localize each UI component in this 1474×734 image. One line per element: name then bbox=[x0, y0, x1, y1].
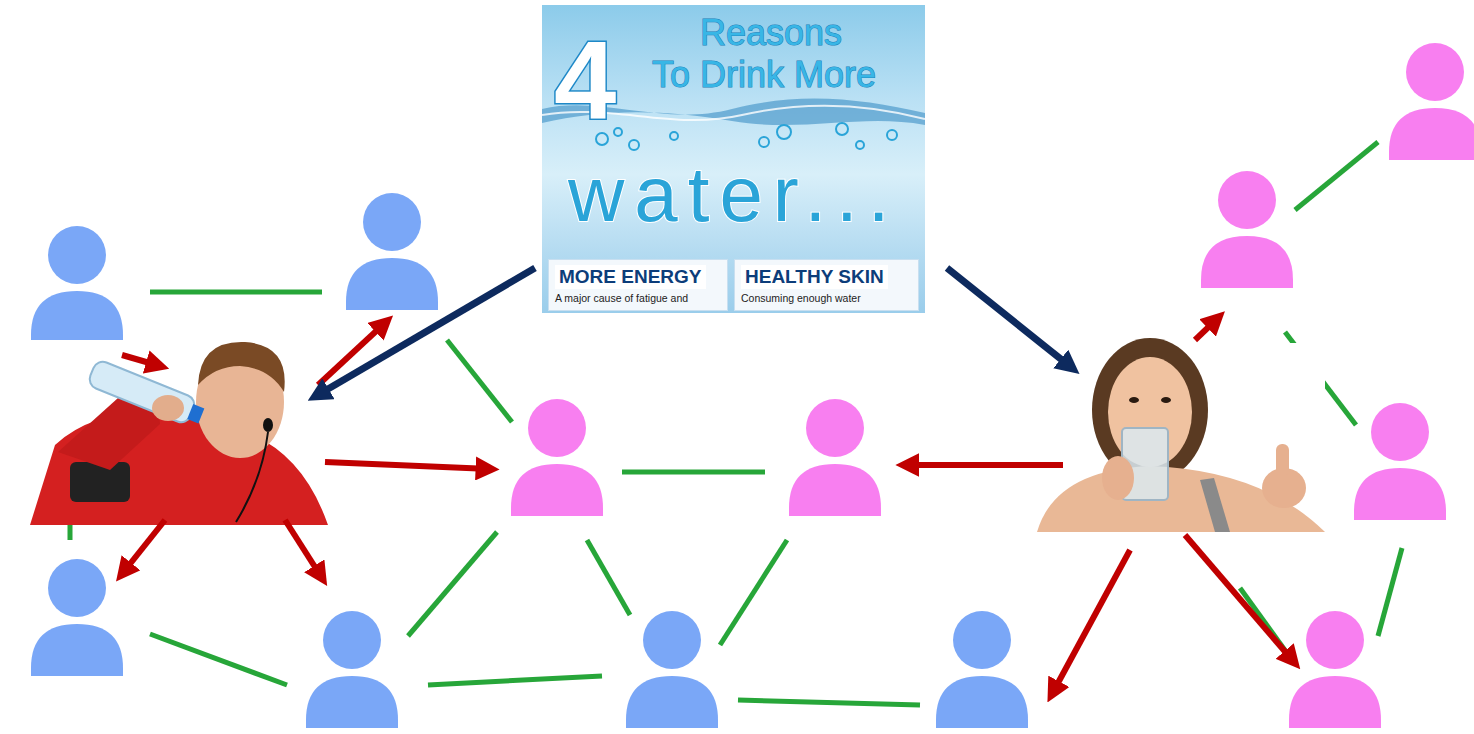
person-body bbox=[626, 676, 718, 728]
tie-line bbox=[1295, 142, 1378, 210]
tie-line bbox=[1378, 548, 1402, 636]
person-icon bbox=[1289, 611, 1381, 728]
tie-line bbox=[428, 676, 602, 685]
bubble bbox=[887, 130, 897, 140]
broadcast-arrow bbox=[947, 268, 1072, 368]
person-head bbox=[1306, 611, 1364, 669]
person-body bbox=[511, 464, 603, 516]
person-head bbox=[953, 611, 1011, 669]
big-number: 4 bbox=[554, 25, 616, 137]
person-icon bbox=[346, 193, 438, 310]
bubble bbox=[670, 132, 678, 140]
person-head bbox=[1218, 171, 1276, 229]
person-head bbox=[528, 399, 586, 457]
person-head bbox=[48, 226, 106, 284]
man-hand bbox=[152, 395, 184, 421]
tie-line bbox=[587, 540, 630, 615]
person-body bbox=[789, 464, 881, 516]
person-body bbox=[1201, 236, 1293, 288]
share-arrow bbox=[1185, 535, 1294, 662]
reason-panel: MORE ENERGY A major cause of fatigue and bbox=[548, 259, 728, 311]
share-arrow bbox=[325, 462, 490, 469]
person-head bbox=[1371, 403, 1429, 461]
person-icon bbox=[1389, 43, 1474, 160]
poster-heading: Reasons bbox=[700, 15, 842, 51]
person-body bbox=[31, 624, 123, 676]
bubble bbox=[836, 123, 848, 135]
bubble bbox=[629, 140, 639, 150]
woman-hand bbox=[1102, 456, 1134, 500]
share-arrows bbox=[122, 318, 1294, 694]
panel-heading: HEALTHY SKIN bbox=[741, 265, 888, 289]
panel-body: Consuming enough water bbox=[741, 292, 912, 305]
man-drinking-photo bbox=[8, 340, 328, 525]
person-head bbox=[363, 193, 421, 251]
panel-body: A major cause of fatigue and bbox=[555, 292, 721, 305]
tie-line bbox=[447, 340, 512, 422]
person-icon bbox=[1201, 171, 1293, 288]
woman-eye bbox=[1161, 397, 1171, 403]
person-icon bbox=[511, 399, 603, 516]
reason-panel: HEALTHY SKIN Consuming enough water bbox=[734, 259, 919, 311]
woman-eye bbox=[1129, 397, 1139, 403]
person-head bbox=[48, 559, 106, 617]
person-icon bbox=[1354, 403, 1446, 520]
person-head bbox=[1406, 43, 1464, 101]
person-head bbox=[806, 399, 864, 457]
poster-word: water... bbox=[568, 155, 899, 233]
bubble bbox=[777, 125, 791, 139]
tie-line bbox=[720, 540, 787, 645]
panel-heading: MORE ENERGY bbox=[555, 265, 706, 289]
bottle-cap bbox=[187, 404, 204, 423]
person-body bbox=[1389, 108, 1474, 160]
tie-line bbox=[150, 290, 322, 295]
share-arrow bbox=[285, 520, 322, 578]
bubble bbox=[759, 137, 769, 147]
person-head bbox=[643, 611, 701, 669]
tie-line bbox=[738, 700, 920, 705]
water-bottle bbox=[87, 359, 198, 425]
armband bbox=[70, 462, 130, 502]
person-head bbox=[323, 611, 381, 669]
earphone-wire bbox=[236, 432, 268, 522]
person-icon bbox=[31, 559, 123, 676]
tie-line bbox=[150, 634, 287, 685]
person-icon bbox=[626, 611, 718, 728]
bubble bbox=[856, 141, 864, 149]
person-body bbox=[1289, 676, 1381, 728]
infographic-poster: MORE ENERGY A major cause of fatigue and H… bbox=[542, 5, 925, 313]
share-arrow bbox=[905, 462, 1063, 468]
poster-heading: To Drink More bbox=[652, 57, 876, 93]
tie-line bbox=[622, 470, 765, 475]
share-arrow bbox=[122, 520, 165, 574]
person-icon bbox=[789, 399, 881, 516]
person-icon bbox=[31, 226, 123, 343]
person-body bbox=[306, 676, 398, 728]
man-hair bbox=[198, 342, 285, 392]
red-shirt bbox=[30, 412, 328, 525]
share-arrow bbox=[1052, 550, 1130, 694]
person-body bbox=[936, 676, 1028, 728]
person-body bbox=[31, 291, 123, 343]
person-body bbox=[1354, 468, 1446, 520]
earphone bbox=[263, 418, 273, 432]
person-icon bbox=[306, 611, 398, 728]
thumb bbox=[1276, 444, 1289, 476]
broadcast-arrow bbox=[316, 268, 535, 396]
share-arrow bbox=[122, 355, 160, 366]
social-ties bbox=[70, 142, 1402, 705]
share-arrow bbox=[1195, 318, 1218, 340]
photo-ground bbox=[8, 340, 328, 525]
tie-line bbox=[408, 532, 497, 636]
person-body bbox=[346, 258, 438, 310]
woman-drinking-photo bbox=[1037, 338, 1325, 532]
top-strap bbox=[1200, 478, 1230, 532]
person-icon bbox=[936, 611, 1028, 728]
